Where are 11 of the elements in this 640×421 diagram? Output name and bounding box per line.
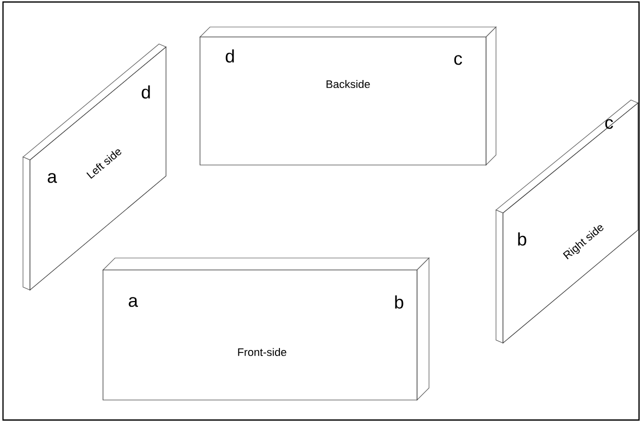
corner-letter: c [454,55,462,65]
panel-label: Backside [326,80,370,88]
corner-letter: b [395,295,404,309]
panel-label: Left side [86,149,122,179]
corner-letter: a [128,297,138,307]
corner-letter: d [142,85,150,99]
corner-letter: b [518,232,526,246]
corner-letter: d [226,49,234,63]
corner-letter: a [48,173,57,183]
panel-label: Front-side [238,348,286,356]
corner-letter: c [605,119,614,129]
